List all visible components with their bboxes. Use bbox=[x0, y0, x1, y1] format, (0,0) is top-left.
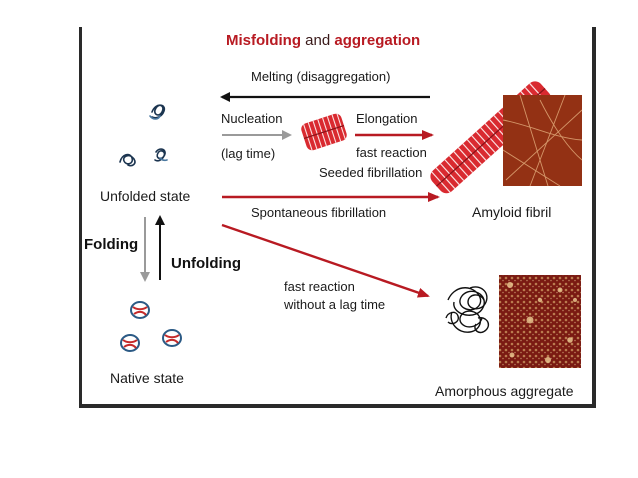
fast-reaction-label-2: fast reaction bbox=[284, 279, 355, 294]
without-lag-time-label: without a lag time bbox=[284, 297, 386, 312]
seeded-fibrillation-label: Seeded fibrillation bbox=[319, 165, 423, 180]
amorphous-aggregate-label: Amorphous aggregate bbox=[435, 383, 574, 399]
title-misfolding: Misfolding bbox=[226, 32, 301, 49]
oligomer-nucleus-icon bbox=[301, 112, 347, 151]
folding-label: Folding bbox=[84, 236, 139, 253]
unfolded-state-label: Unfolded state bbox=[100, 188, 191, 204]
frame-bottom-border bbox=[79, 404, 596, 408]
melting-label: Melting (disaggregation) bbox=[251, 69, 391, 84]
title-aggregation: aggregation bbox=[334, 32, 421, 49]
unfolding-label: Unfolding bbox=[171, 255, 241, 272]
native-state-label: Native state bbox=[110, 370, 184, 386]
lag-time-label: (lag time) bbox=[221, 146, 276, 161]
diagram-title: Misfolding and aggregation bbox=[226, 33, 420, 48]
title-and: and bbox=[305, 32, 331, 49]
spontaneous-fibrillation-label: Spontaneous fibrillation bbox=[251, 205, 387, 220]
amyloid-fibril-label: Amyloid fibril bbox=[472, 204, 552, 220]
amorphous-tangle-icon bbox=[445, 286, 490, 334]
native-protein-icon bbox=[120, 301, 182, 352]
frame-right-border bbox=[592, 27, 596, 408]
elongation-label: Elongation bbox=[356, 111, 418, 126]
fibril-micrograph bbox=[502, 94, 583, 187]
unfolded-chain-icon bbox=[119, 104, 168, 167]
nucleation-label: Nucleation bbox=[221, 111, 283, 126]
fast-reaction-label-1: fast reaction bbox=[356, 145, 427, 160]
frame-left-border bbox=[79, 27, 82, 408]
aggregate-micrograph bbox=[499, 275, 581, 368]
fast-reaction-arrow bbox=[221, 223, 430, 298]
